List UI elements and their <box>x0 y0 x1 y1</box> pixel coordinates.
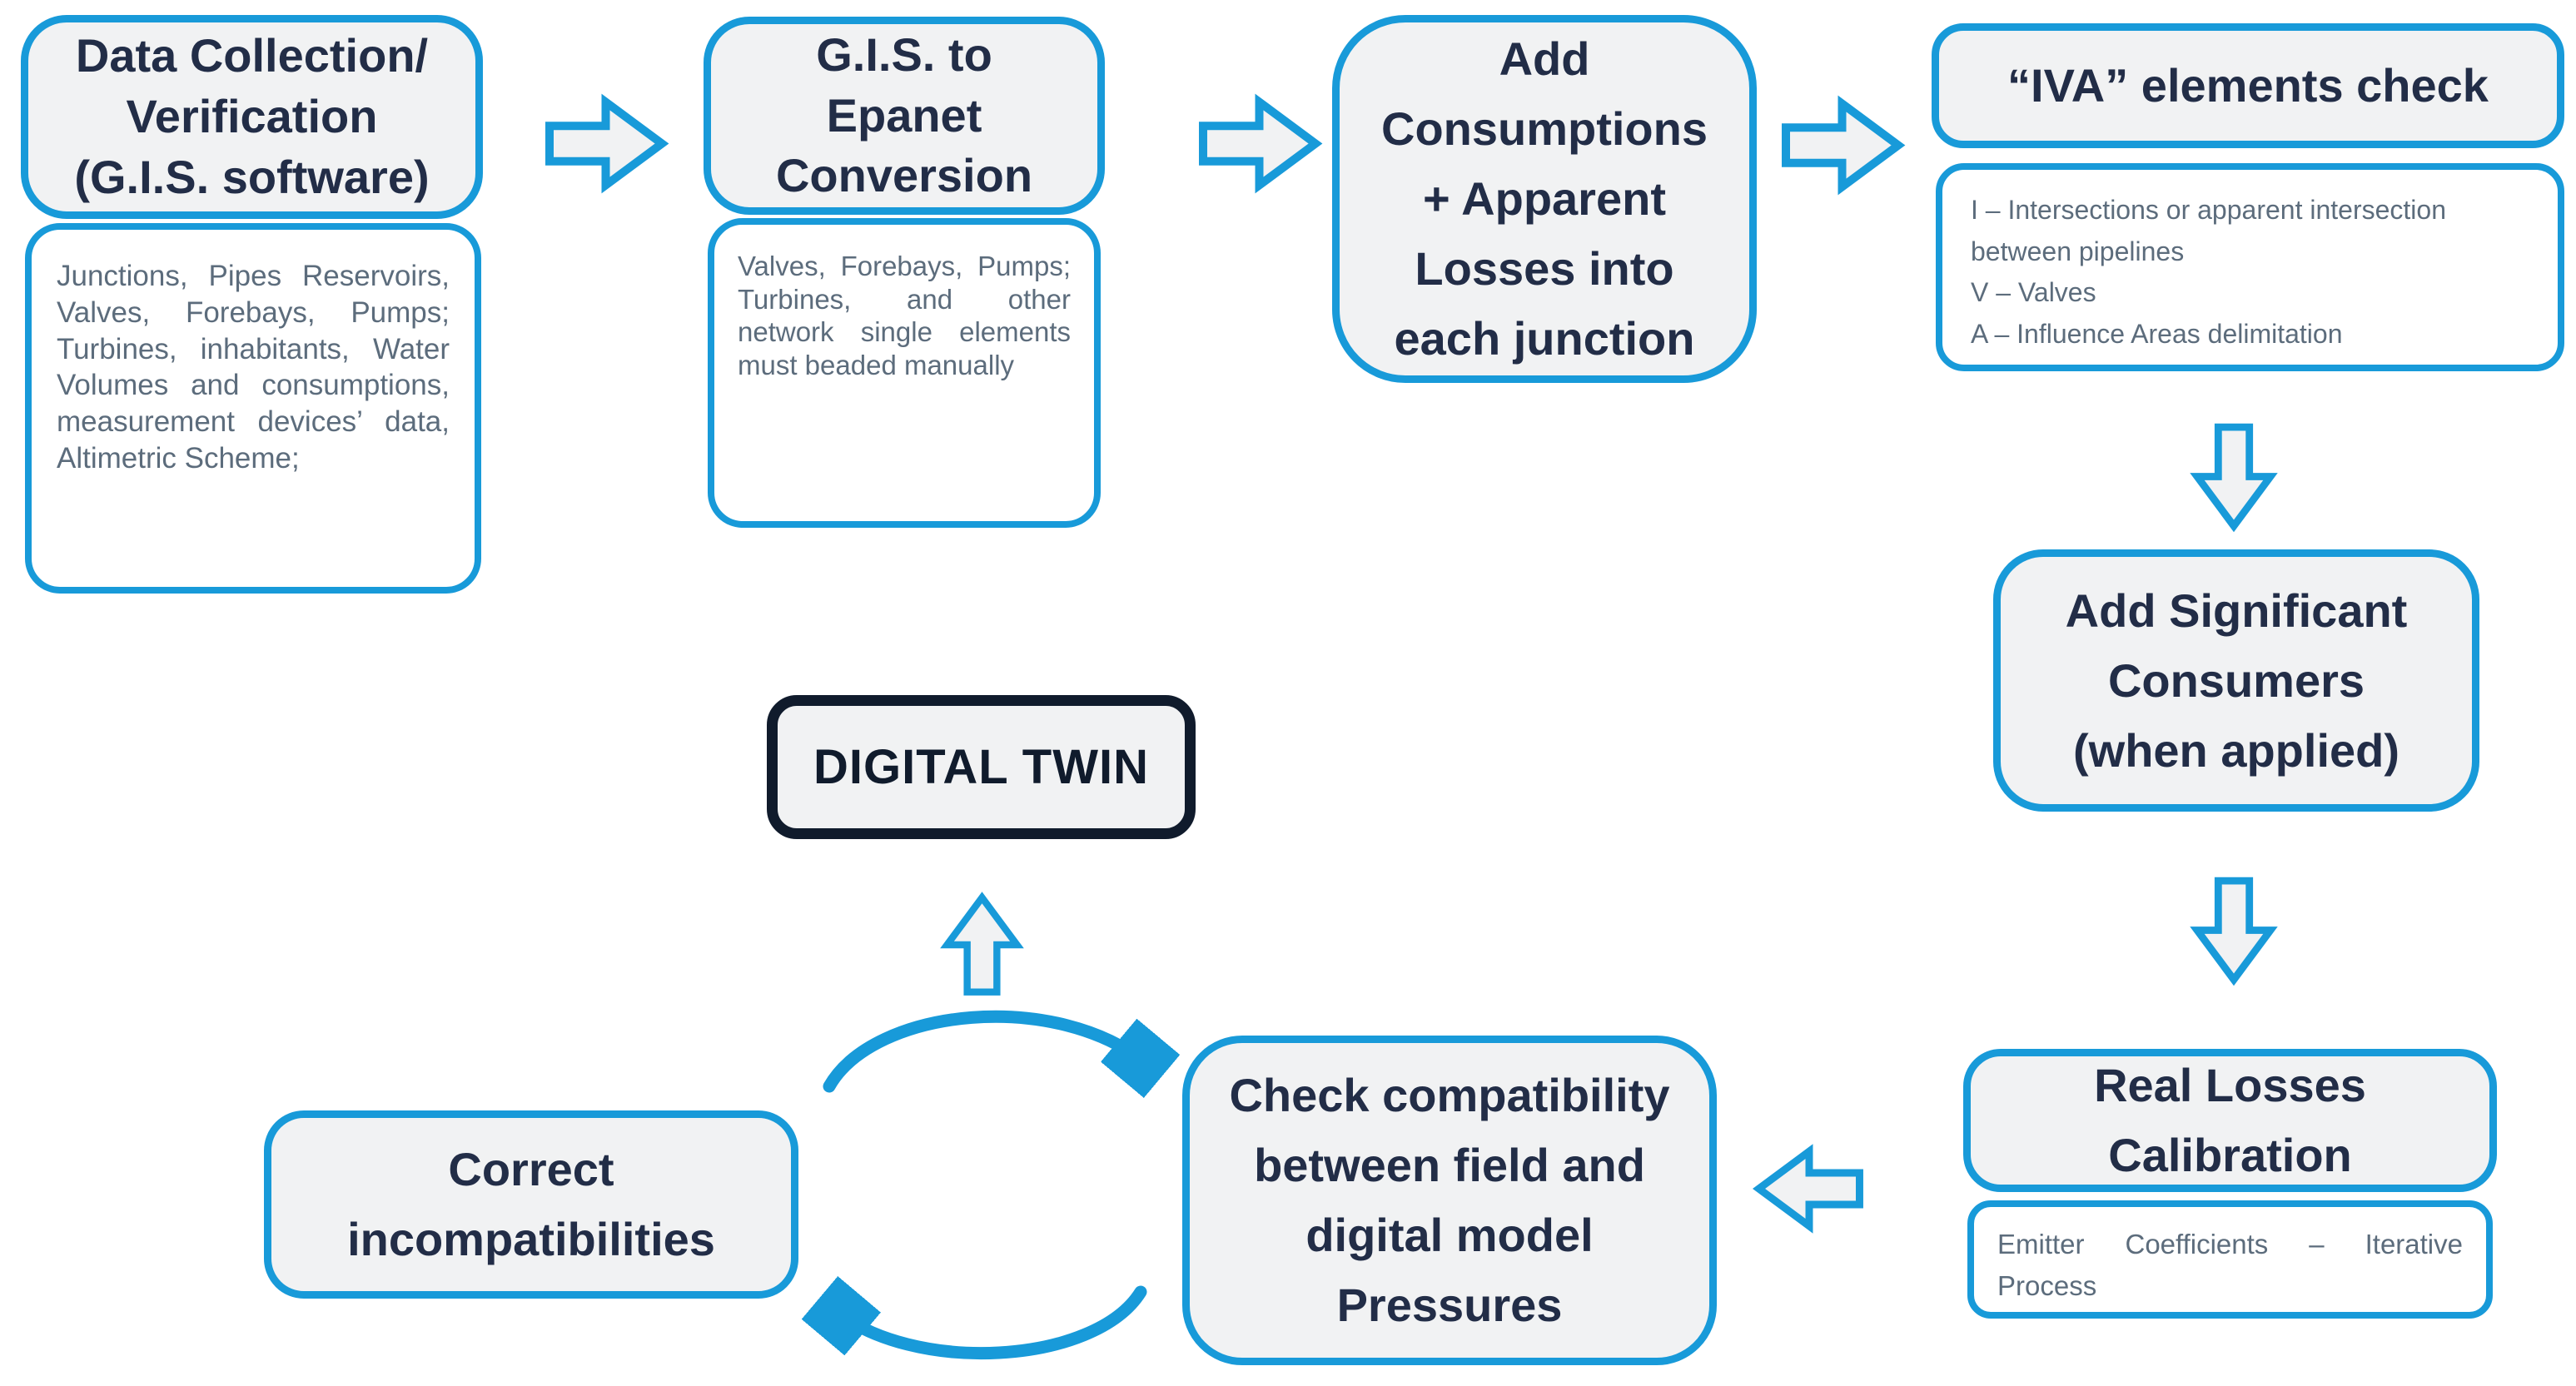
iva-detail-line: A – Influence Areas delimitation <box>1971 318 2343 349</box>
node-gis-to-epanet: G.I.S. to Epanet Conversion <box>704 17 1105 215</box>
cycle-arrows-icon <box>791 1010 1191 1360</box>
iva-detail-line: V – Valves <box>1971 277 2096 308</box>
node-add-consumptions: Add Consumptions + Apparent Losses into … <box>1332 15 1757 383</box>
node-iva-check-detail: I – Intersections or apparent intersecti… <box>1936 163 2564 371</box>
arrow-down-icon <box>2190 877 2278 986</box>
arrow-right-icon <box>1199 93 1323 194</box>
node-real-losses: Real Losses Calibration <box>1963 1049 2497 1192</box>
arrow-up-icon <box>940 892 1024 996</box>
arrow-right-icon <box>545 93 669 194</box>
node-significant-consumers: Add Significant Consumers (when applied) <box>1993 549 2479 812</box>
node-correct-incompatibilities: Correct incompatibilities <box>264 1110 798 1299</box>
node-iva-check: “IVA” elements check <box>1932 23 2564 148</box>
arrow-right-icon <box>1782 95 1906 196</box>
node-check-compatibility: Check compatibility between field and di… <box>1182 1036 1717 1365</box>
node-real-losses-detail: Emitter Coefficients – Iterative Process <box>1967 1200 2493 1319</box>
iva-detail-line: I – Intersections or apparent intersecti… <box>1971 195 2446 266</box>
node-digital-twin: DIGITAL TWIN <box>767 695 1196 839</box>
arrow-left-icon <box>1752 1144 1863 1234</box>
arrow-down-icon <box>2190 423 2278 533</box>
node-gis-to-epanet-detail: Valves, Forebays, Pumps; Turbines, and o… <box>708 218 1101 528</box>
node-data-collection: Data Collection/ Verification (G.I.S. so… <box>21 15 483 219</box>
node-data-collection-detail: Junctions, Pipes Reservoirs, Valves, For… <box>25 223 481 594</box>
